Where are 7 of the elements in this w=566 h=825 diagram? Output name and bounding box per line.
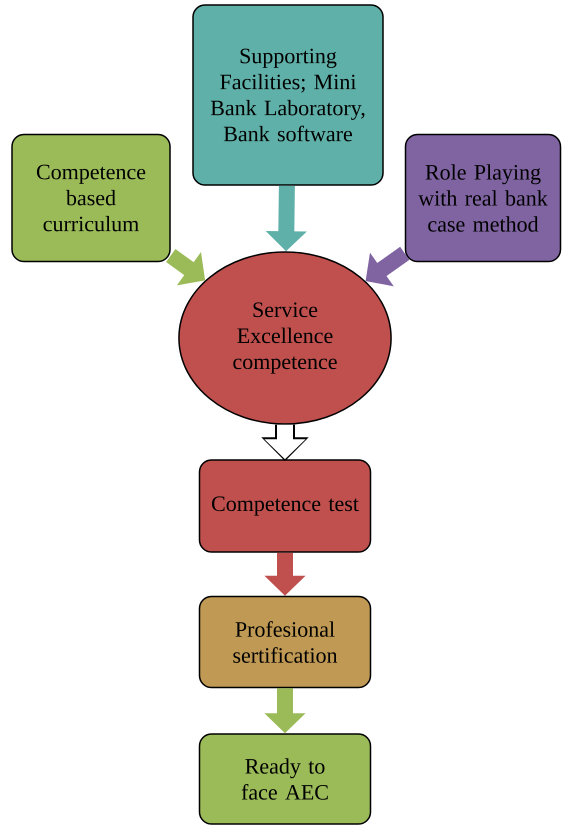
process-box: Profesional sertification [198,596,372,688]
process-box: Supporting Facilities; Mini Bank Laboratory, Bank software [192,4,384,186]
process-box: Role Playing with real bank case method [404,134,562,262]
process-box: Ready to face AEC [198,733,372,825]
block-arrow [366,246,410,286]
process-box: Competence test [198,459,372,553]
process-box: Competence based curriculum [11,134,171,262]
